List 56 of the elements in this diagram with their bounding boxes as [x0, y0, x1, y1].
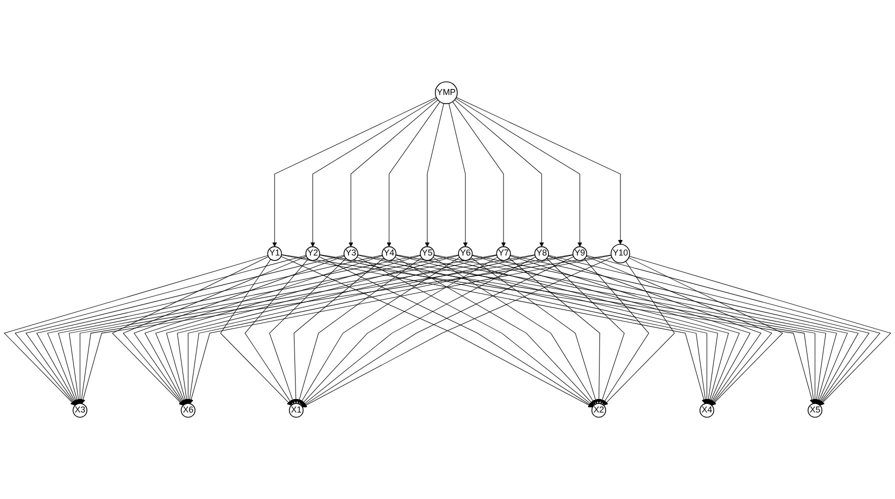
arrow [166, 255, 459, 404]
arrow [546, 258, 625, 404]
node-circle: Y1 [267, 246, 282, 261]
node-circle: Y5 [420, 246, 435, 261]
node-circle: X6 [180, 403, 196, 418]
arrow [508, 258, 602, 404]
node-circle: X3 [72, 403, 88, 418]
arrow [300, 257, 460, 405]
arrow [424, 103, 444, 247]
arrow [452, 101, 506, 247]
arrow [455, 98, 582, 247]
arrow [432, 257, 596, 405]
node-circle: Y6 [458, 246, 473, 261]
arrow [244, 258, 309, 405]
arrow [456, 97, 623, 244]
arrow [603, 261, 675, 406]
node-circle: Y9 [572, 246, 588, 261]
arrow [586, 255, 880, 406]
arrow [122, 256, 307, 406]
arrow [297, 257, 422, 404]
arrow [220, 259, 292, 406]
arrow [14, 255, 306, 406]
arrow [472, 255, 740, 404]
node-circle: Y7 [496, 246, 511, 261]
arrow [269, 258, 346, 404]
node-circle: Y4 [382, 246, 396, 261]
arrow [144, 255, 383, 405]
node-circle: Y10 [610, 244, 630, 264]
arrow [134, 256, 345, 405]
arrow [348, 100, 438, 247]
arrow [584, 258, 650, 405]
node-circle: Y2 [305, 246, 320, 261]
node-circle: Y8 [534, 246, 549, 261]
arrow [112, 256, 269, 406]
node-circle: X4 [700, 403, 714, 418]
arrow [548, 256, 762, 405]
node-circle: X5 [808, 403, 822, 418]
arrow [294, 258, 384, 404]
node-circle: Y3 [344, 246, 358, 261]
arrow [310, 98, 438, 247]
arrow [394, 256, 594, 406]
arrow [4, 255, 268, 406]
arrow [386, 101, 440, 247]
arrow [629, 256, 892, 406]
node-circle: X1 [288, 403, 304, 418]
arrow [470, 257, 598, 404]
arrow [586, 256, 772, 406]
node-circle: X2 [591, 403, 606, 418]
arrow [448, 103, 468, 247]
arrow [300, 256, 498, 406]
arrow [272, 97, 437, 247]
node-circle: YMP [434, 81, 458, 104]
arrow [454, 100, 544, 247]
arrow [510, 255, 751, 405]
arrow [628, 257, 784, 406]
arrow [155, 255, 421, 404]
